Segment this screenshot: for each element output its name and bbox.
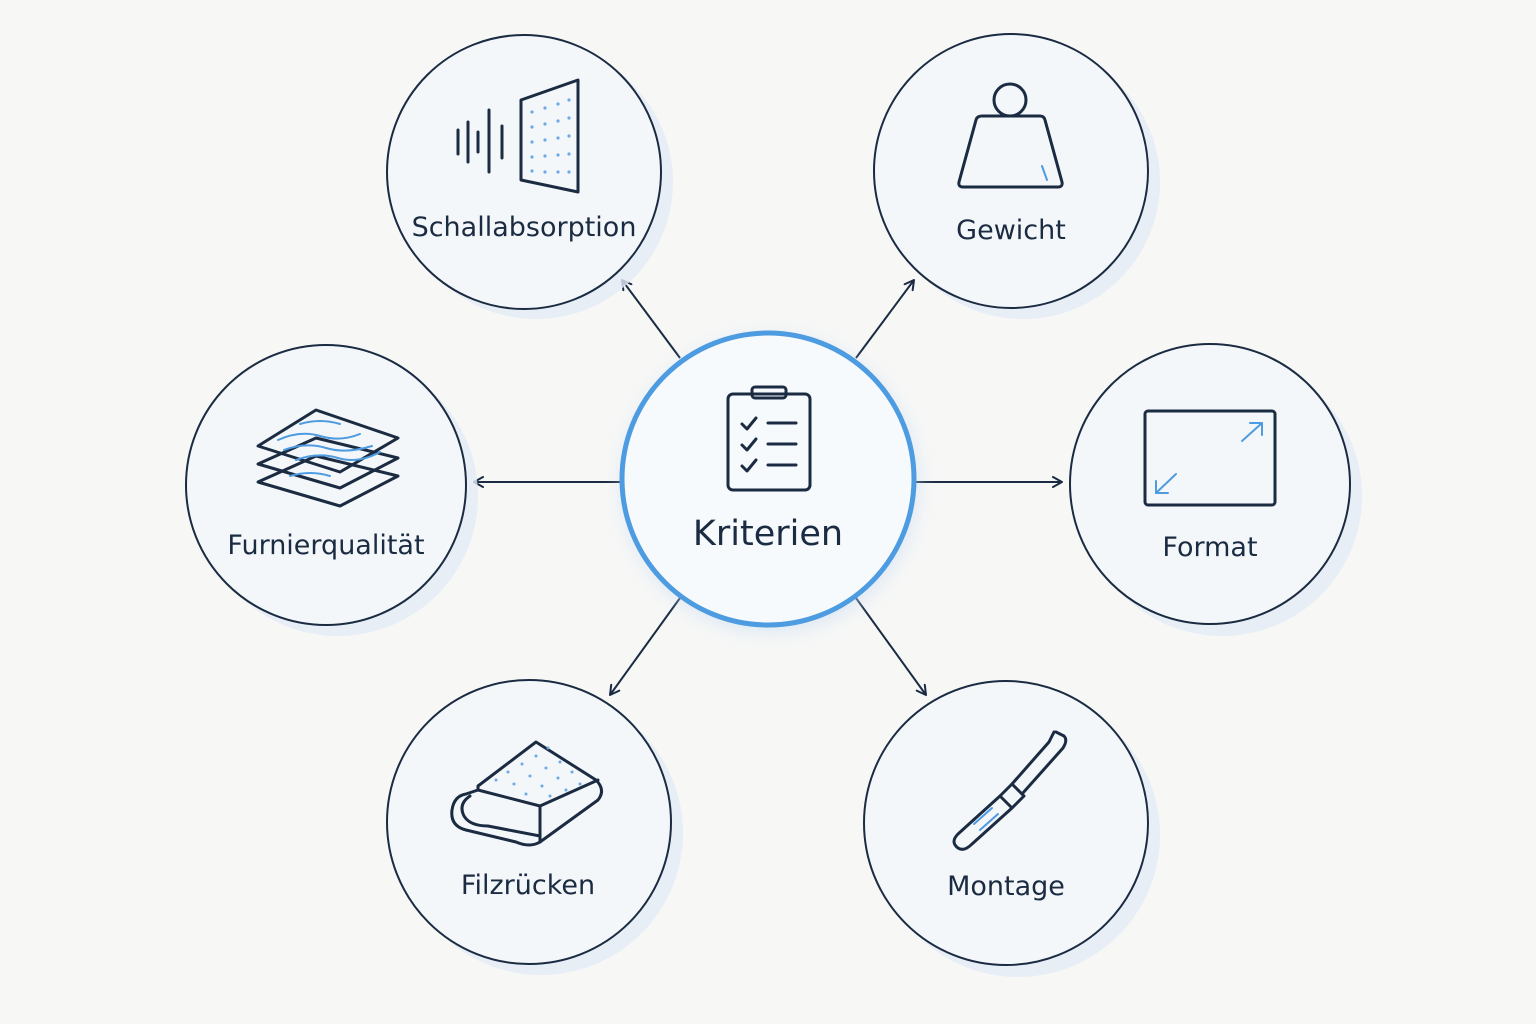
veneer-layers-icon [256,408,400,508]
connector-schallabsorption [621,279,681,359]
node-label-schallabsorption: Schallabsorption [412,212,637,243]
connector-montage [855,597,927,696]
screwdriver-icon [952,730,1068,851]
node-format[interactable]: Format [1069,343,1362,636]
node-label-furnierqualitaet: Furnierqualität [227,530,424,561]
node-label-filzruecken: Filzrücken [461,870,595,901]
weight-icon [957,82,1064,189]
connector-filzruecken [609,597,681,696]
node-filzruecken[interactable]: Filzrücken [386,679,683,975]
node-label-format: Format [1162,532,1257,563]
node-label-montage: Montage [947,871,1065,902]
center-label: Kriterien [693,514,843,554]
node-furnierqualitaet[interactable]: Furnierqualität [185,344,478,636]
node-label-gewicht: Gewicht [956,215,1066,246]
resize-format-icon [1143,409,1277,507]
node-schallabsorption[interactable]: Schallabsorption [386,34,673,319]
sound-absorption-panel-icon [456,78,580,194]
node-gewicht[interactable]: Gewicht [873,33,1160,319]
connector-gewicht [855,279,915,359]
center-node-kriterien[interactable]: Kriterien [619,330,917,630]
felt-roll-icon [450,740,603,847]
node-montage[interactable]: Montage [863,680,1160,977]
connector-lines [473,279,1063,696]
clipboard-checklist-icon [726,385,812,492]
